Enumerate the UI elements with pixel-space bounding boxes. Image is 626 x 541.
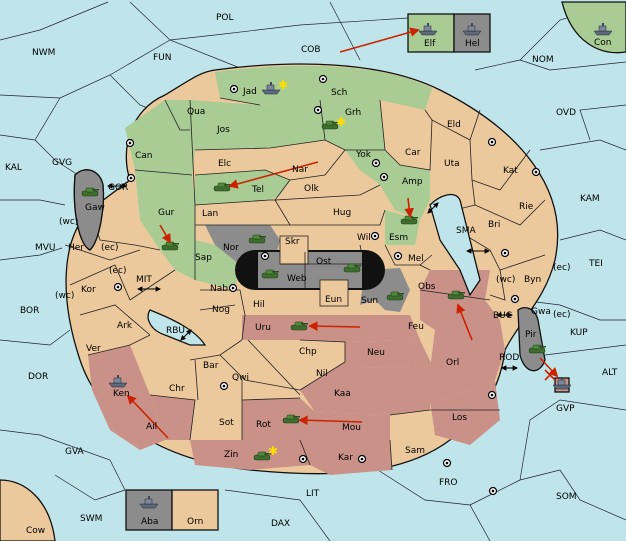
supply-center (313, 105, 323, 115)
province-amp[interactable] (380, 165, 430, 220)
label-fun: FUN (153, 53, 172, 63)
province-neu[interactable] (345, 340, 432, 368)
supply-center (487, 137, 497, 147)
province-tel[interactable] (195, 170, 290, 205)
province-los[interactable] (430, 365, 500, 445)
label-dor: DOR (28, 372, 48, 382)
island-aba-orn (125, 489, 219, 531)
order-arrow (126, 394, 169, 439)
supply-center (371, 158, 381, 168)
supply-center (318, 74, 328, 84)
province-ken-ail[interactable] (88, 345, 165, 450)
province-gur[interactable] (135, 170, 195, 250)
label-ec2: (ec) (553, 263, 571, 273)
label-wc1: (wc) (59, 217, 78, 227)
province-rot-mou[interactable] (242, 398, 390, 440)
province-orn[interactable] (171, 489, 219, 531)
label-tei: TEI (588, 259, 603, 269)
supply-center (126, 173, 136, 183)
label-gvp: GVP (556, 404, 575, 414)
province-pir[interactable] (517, 307, 546, 372)
province-ail-east[interactable] (150, 395, 195, 440)
supply-center (113, 282, 123, 292)
province-zin[interactable] (190, 440, 310, 470)
label-kal: KAL (5, 163, 22, 173)
province-grh[interactable] (320, 100, 385, 150)
supply-center (531, 167, 541, 177)
label-kam: KAM (580, 194, 600, 204)
supply-center (393, 251, 403, 261)
province-uru-feu[interactable] (242, 315, 420, 342)
label-alt: ALT (602, 368, 618, 378)
province-sap[interactable] (160, 240, 240, 290)
province-kar[interactable] (300, 440, 392, 475)
province-can[interactable] (125, 100, 195, 175)
supply-center (379, 172, 389, 182)
province-kaa[interactable] (300, 362, 432, 415)
connections (106, 183, 519, 371)
label-nom: NOM (532, 55, 554, 65)
label-cob: COB (301, 45, 321, 55)
province-jad-sch[interactable] (215, 65, 432, 110)
order-arrow (539, 357, 559, 378)
label-bor: BOR (20, 306, 39, 316)
label-lit: LIT (306, 489, 320, 499)
supply-centers (113, 74, 541, 496)
order-arrow (228, 161, 319, 189)
cancelled-order-icon (544, 369, 556, 381)
supply-center (298, 454, 308, 464)
supply-center (228, 283, 238, 293)
order-arrow (308, 321, 361, 331)
label-gvg: GVG (52, 158, 72, 168)
province-skr[interactable] (279, 235, 309, 265)
province-eun[interactable] (319, 279, 349, 307)
label-dax: DAX (271, 519, 290, 529)
order-arrow (298, 415, 363, 426)
central-island (235, 235, 385, 307)
supply-center (488, 486, 498, 496)
supply-center (219, 381, 229, 391)
order-arrow (159, 224, 171, 244)
label-swm: SWM (80, 514, 102, 524)
supply-center (370, 231, 380, 241)
supply-center (229, 84, 239, 94)
label-ovd: OVD (556, 108, 576, 118)
order-arrow (404, 197, 414, 218)
supply-center (357, 454, 367, 464)
order-arrow (456, 303, 473, 341)
label-som: SOM (556, 492, 577, 502)
label-gva: GVA (65, 447, 85, 457)
order-arrow (339, 27, 420, 53)
supply-center (500, 248, 510, 258)
order-arrows (126, 27, 559, 439)
label-pol: POL (216, 13, 234, 23)
label-ec4: (ec) (553, 310, 571, 320)
connection-sma-inlet (427, 202, 439, 214)
label-mvu: MVU (35, 243, 56, 253)
supply-center (125, 138, 135, 148)
supply-center (510, 294, 520, 304)
label-fro: FRO (439, 478, 458, 488)
supply-center (442, 458, 452, 468)
supply-center (487, 390, 497, 400)
province-cow[interactable] (0, 479, 56, 541)
supply-center (260, 251, 270, 261)
province-jos[interactable] (190, 100, 325, 150)
connection-rbu (180, 329, 192, 341)
label-nwm: NWM (32, 48, 55, 58)
label-kup: KUP (570, 328, 588, 338)
province-con[interactable] (561, 1, 626, 54)
province-obs-orl[interactable] (420, 270, 505, 400)
